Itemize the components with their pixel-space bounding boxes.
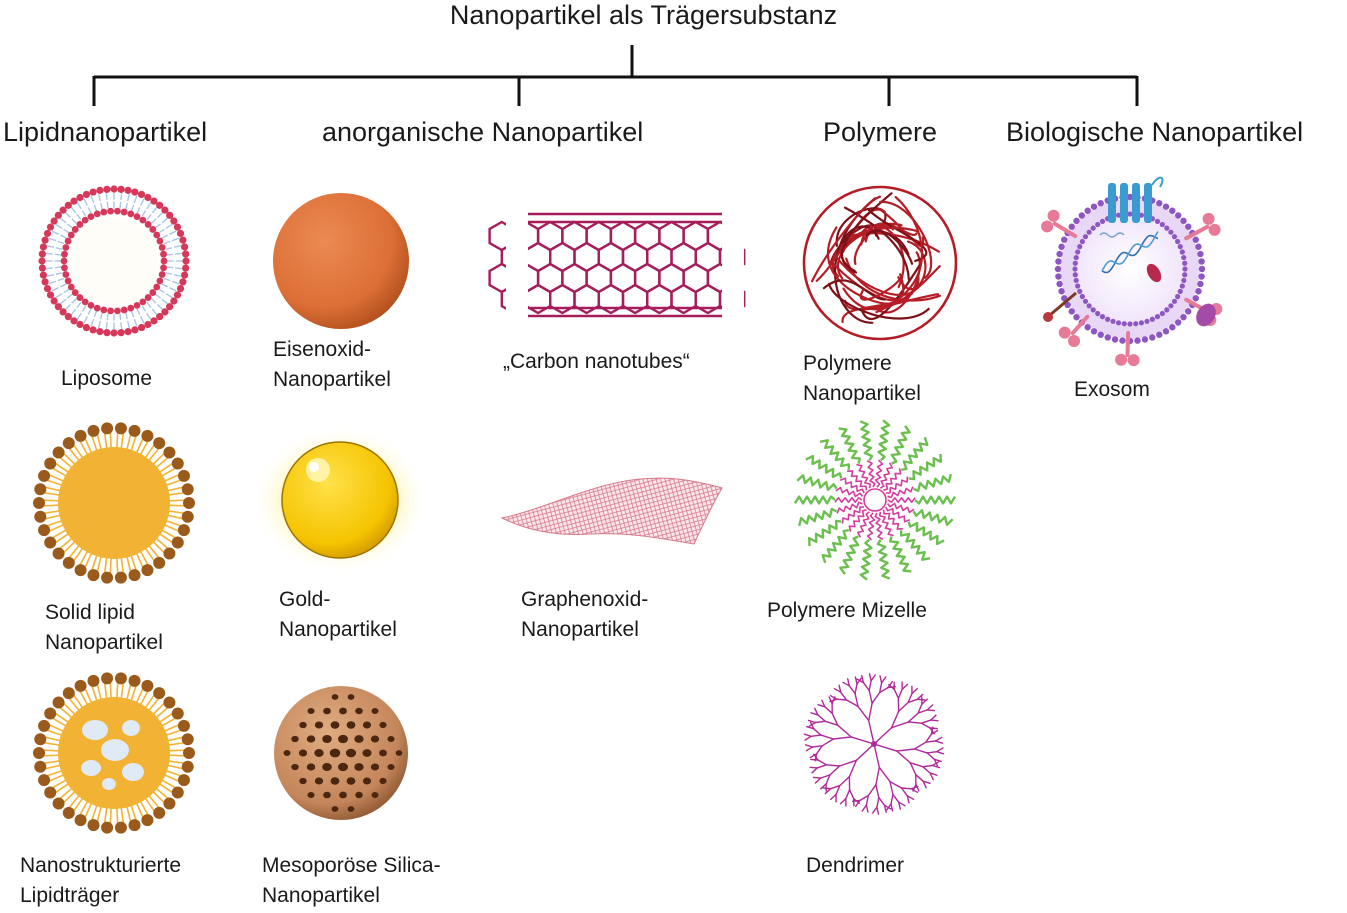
category-anorganische-nanopartikel: anorganische Nanopartikel <box>322 117 644 147</box>
iron-oxide-nanoparticle-illustration <box>273 193 409 329</box>
polymer-micelle-illustration <box>793 419 957 581</box>
label-polymer-nanoparticle: Polymere Nanopartikel <box>803 352 921 405</box>
category-lipidnanopartikel: Lipidnanopartikel <box>3 117 208 147</box>
polymer-nanoparticle-illustration <box>802 185 958 341</box>
label-nanostructured-lipid-carrier: Nanostrukturierte Lipidträger <box>20 854 182 907</box>
label-dendrimer: Dendrimer <box>806 854 905 877</box>
graphene-oxide-sheet-illustration <box>500 477 723 545</box>
category-biologische-nanopartikel: Biologische Nanopartikel <box>1006 117 1304 147</box>
label-solid-lipid-nanoparticle: Solid lipid Nanopartikel <box>45 601 163 654</box>
dendrimer-illustration <box>803 673 945 815</box>
label-liposome: Liposome <box>61 367 153 390</box>
label-iron-oxide-nanoparticle: Eisenoxid- Nanopartikel <box>273 338 391 391</box>
label-graphene-oxide-nanoparticle: Graphenoxid- Nanopartikel <box>521 588 649 641</box>
label-polymer-micelle: Polymere Mizelle <box>767 599 927 622</box>
solid-lipid-nanoparticle-illustration <box>33 422 195 584</box>
exosome-illustration <box>1041 176 1223 367</box>
label-exosome: Exosom <box>1074 378 1150 401</box>
diagram-title: Nanopartikel als Trägersubstanz <box>449 0 838 30</box>
nanostructured-lipid-carrier-illustration <box>33 672 195 834</box>
silica-nanoparticle-illustration <box>274 686 408 820</box>
label-silica-nanoparticle: Mesoporöse Silica- Nanopartikel <box>262 854 441 907</box>
label-carbon-nanotubes: „Carbon nanotubes“ <box>503 350 690 373</box>
liposome-illustration <box>38 185 190 337</box>
category-polymere: Polymere <box>823 117 938 147</box>
carbon-nanotube-illustration <box>488 206 746 324</box>
gold-nanoparticle-illustration <box>252 425 428 575</box>
label-gold-nanoparticle: Gold- Nanopartikel <box>279 588 397 641</box>
